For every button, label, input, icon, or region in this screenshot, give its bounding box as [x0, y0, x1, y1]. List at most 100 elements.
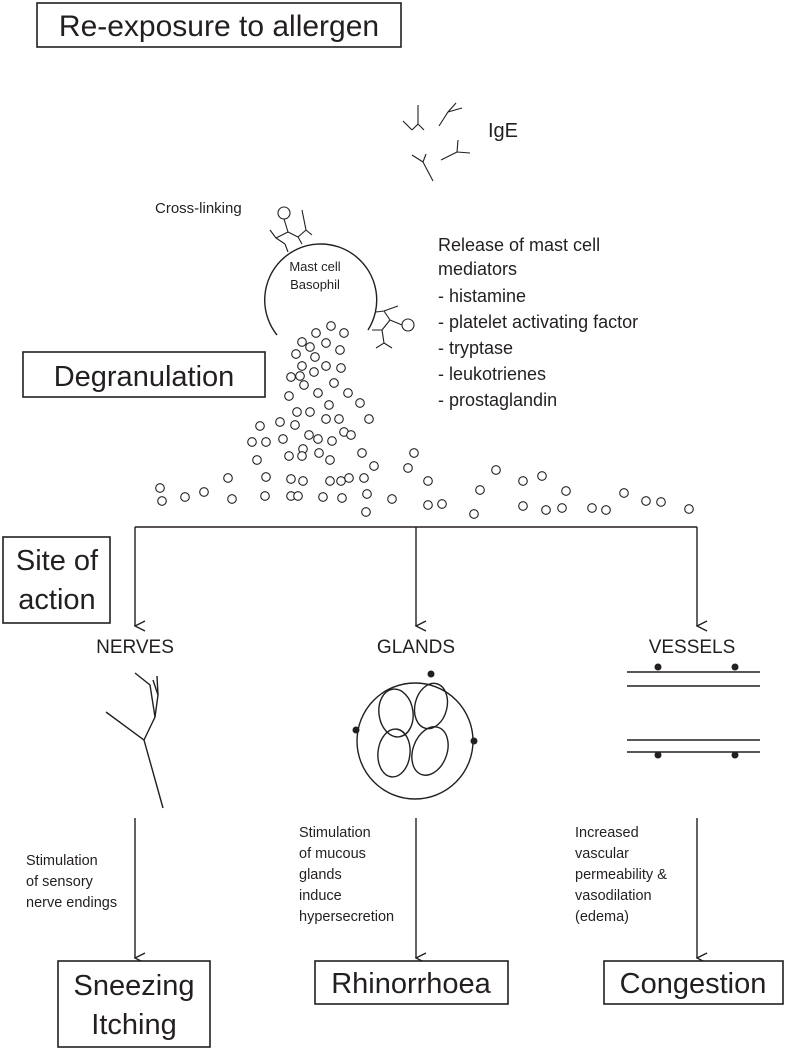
title: Re-exposure to allergen [59, 10, 379, 43]
mediator-item: - platelet activating factor [438, 312, 638, 332]
granule-icon [298, 476, 308, 486]
granule-icon [355, 398, 365, 408]
crosslinked-ige-icon [269, 206, 313, 253]
degranulation-frame [22, 351, 266, 398]
granules [155, 321, 694, 519]
granule-icon [297, 451, 307, 461]
ige-label: IgE [488, 120, 518, 142]
site-of-action-label: Site of [16, 545, 99, 577]
granule-icon [601, 505, 611, 515]
granule-icon [255, 421, 265, 431]
granule-icon [337, 493, 347, 503]
granule-icon [247, 437, 257, 447]
granule-icon [518, 501, 528, 511]
site-label-vessels: VESSELS [649, 637, 736, 658]
granule-icon [199, 487, 209, 497]
mechanism-line: Stimulation [26, 853, 98, 869]
granule-icon [321, 338, 331, 348]
title-box: Re-exposure to allergen [36, 2, 402, 48]
granule-icon [286, 474, 296, 484]
nerve-icon [105, 672, 164, 809]
granule-icon [310, 352, 320, 362]
granule-icon [223, 473, 233, 483]
granule-icon [344, 473, 354, 483]
mechanism-vessels: Increased vascular permeability & vasodi… [575, 825, 667, 925]
granule-icon [321, 361, 331, 371]
outcome-frame [314, 960, 509, 1005]
granule-icon [369, 461, 379, 471]
granule-icon [557, 503, 567, 513]
granule-icon [284, 391, 294, 401]
outcome-frame [57, 960, 211, 1048]
granule-icon [325, 476, 335, 486]
mediator-item: - leukotrienes [438, 364, 546, 384]
mechanism-line: permeability & [575, 867, 667, 883]
granule-icon [403, 463, 413, 473]
granule-icon [537, 471, 547, 481]
degranulation-label: Degranulation [54, 361, 235, 393]
site-of-action-box: Site of action [2, 536, 111, 624]
granule-icon [324, 400, 334, 410]
granule-icon [305, 407, 315, 417]
site-of-action-label: action [18, 584, 95, 616]
cell-label-basophil: Basophil [290, 277, 340, 292]
granule-icon [326, 321, 336, 331]
granule-icon [357, 448, 367, 458]
granule-icon [290, 420, 300, 430]
degranulation-box: Degranulation [22, 351, 266, 398]
granule-icon [278, 434, 288, 444]
granule-icon [491, 465, 501, 475]
mechanism-line: of mucous [299, 846, 366, 862]
ige-antibody-icon [438, 102, 463, 127]
site-of-action-frame [2, 536, 111, 624]
outcome-box-vessels: Congestion [603, 960, 784, 1005]
gland-icon [352, 670, 478, 800]
outcome-box-glands: Rhinorrhoea [314, 960, 509, 1005]
granule-icon [297, 361, 307, 371]
mechanism-line: induce [299, 888, 342, 904]
branch-connector [135, 526, 697, 626]
granule-icon [313, 434, 323, 444]
mast-cell: Mast cell Basophil [264, 206, 415, 349]
site-label-glands: GLANDS [377, 637, 455, 658]
mediators-heading: Release of mast cell [438, 235, 600, 255]
granule-icon [361, 507, 371, 517]
mechanism-line: Increased [575, 825, 639, 841]
granule-icon [293, 491, 303, 501]
granule-icon [292, 407, 302, 417]
granule-icon [227, 494, 237, 504]
mechanism-line: glands [299, 867, 342, 883]
granule-icon [423, 476, 433, 486]
granule-icon [252, 455, 262, 465]
outcome-label: Congestion [620, 968, 767, 1000]
ige-antibodies: IgE [402, 102, 518, 182]
granule-icon [318, 492, 328, 502]
mechanism-line: of sensory [26, 874, 94, 890]
granule-icon [364, 414, 374, 424]
mechanism-line: vascular [575, 846, 629, 862]
mechanism-line: hypersecretion [299, 909, 394, 925]
granule-icon [180, 492, 190, 502]
granule-icon [311, 328, 321, 338]
granule-icon [327, 436, 337, 446]
granule-icon [260, 491, 270, 501]
granule-icon [299, 380, 309, 390]
granule-icon [275, 417, 285, 427]
granule-icon [656, 497, 666, 507]
granule-icon [295, 371, 305, 381]
granule-icon [362, 489, 372, 499]
mechanism-nerves: Stimulation of sensory nerve endings [26, 853, 117, 911]
vessel-icon [627, 663, 760, 759]
granule-icon [587, 503, 597, 513]
granule-icon [261, 437, 271, 447]
mediator-item: - prostaglandin [438, 390, 557, 410]
crosslinked-ige-icon [372, 305, 415, 349]
mechanism-glands: Stimulation of mucous glands induce hype… [299, 825, 394, 925]
granule-icon [541, 505, 551, 515]
granule-icon [346, 430, 356, 440]
mechanism-line: nerve endings [26, 895, 117, 911]
mechanism-line: Stimulation [299, 825, 371, 841]
granule-icon [409, 448, 419, 458]
granule-icon [334, 414, 344, 424]
